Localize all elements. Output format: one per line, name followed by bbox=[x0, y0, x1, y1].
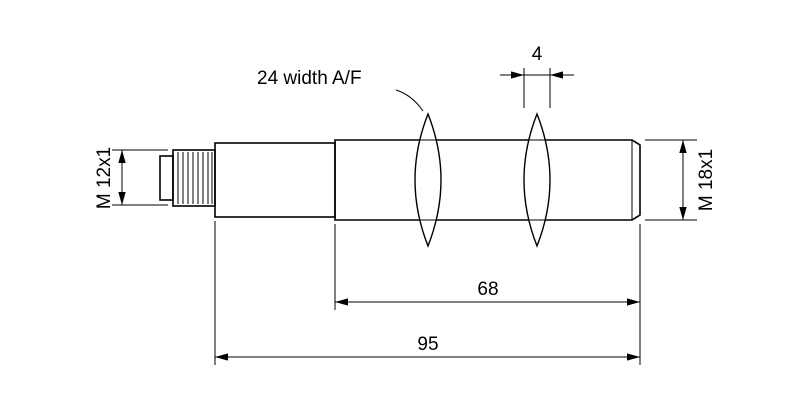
hex-nut-left bbox=[414, 112, 442, 248]
dim-m12-label: M 12x1 bbox=[94, 147, 115, 209]
dim-4-label: 4 bbox=[532, 44, 543, 65]
connector-cap bbox=[159, 155, 174, 201]
hex-nut-right bbox=[523, 112, 551, 248]
dim-m12: M 12x1 bbox=[94, 147, 168, 209]
dim-m18-extension-lines bbox=[645, 139, 697, 221]
dim-68: 68 bbox=[334, 224, 641, 365]
wrench-size-label: 24 width A/F bbox=[257, 68, 362, 89]
dim-4-extension-lines bbox=[523, 68, 551, 108]
dim-m18-label: M 18x1 bbox=[696, 149, 717, 211]
dim-95: 95 bbox=[214, 221, 640, 365]
dim-nut-width: 4 bbox=[500, 44, 574, 108]
wrench-size-leader-line bbox=[395, 89, 424, 112]
sensor-barrel bbox=[214, 142, 336, 218]
dim-95-label: 95 bbox=[417, 334, 438, 355]
dim-m18: M 18x1 bbox=[645, 139, 717, 221]
hex-nuts bbox=[414, 112, 551, 248]
hex-nut-chamfer-lines bbox=[420, 139, 545, 221]
sensor-outline bbox=[159, 139, 641, 221]
label-wrench-size: 24 width A/F bbox=[257, 68, 424, 112]
dim-68-label: 68 bbox=[477, 279, 498, 300]
dim-68-extension-lines bbox=[334, 224, 641, 365]
connector-thread-hatch bbox=[177, 152, 213, 204]
connector-thread-section bbox=[172, 149, 216, 207]
sensor-body bbox=[334, 139, 641, 221]
